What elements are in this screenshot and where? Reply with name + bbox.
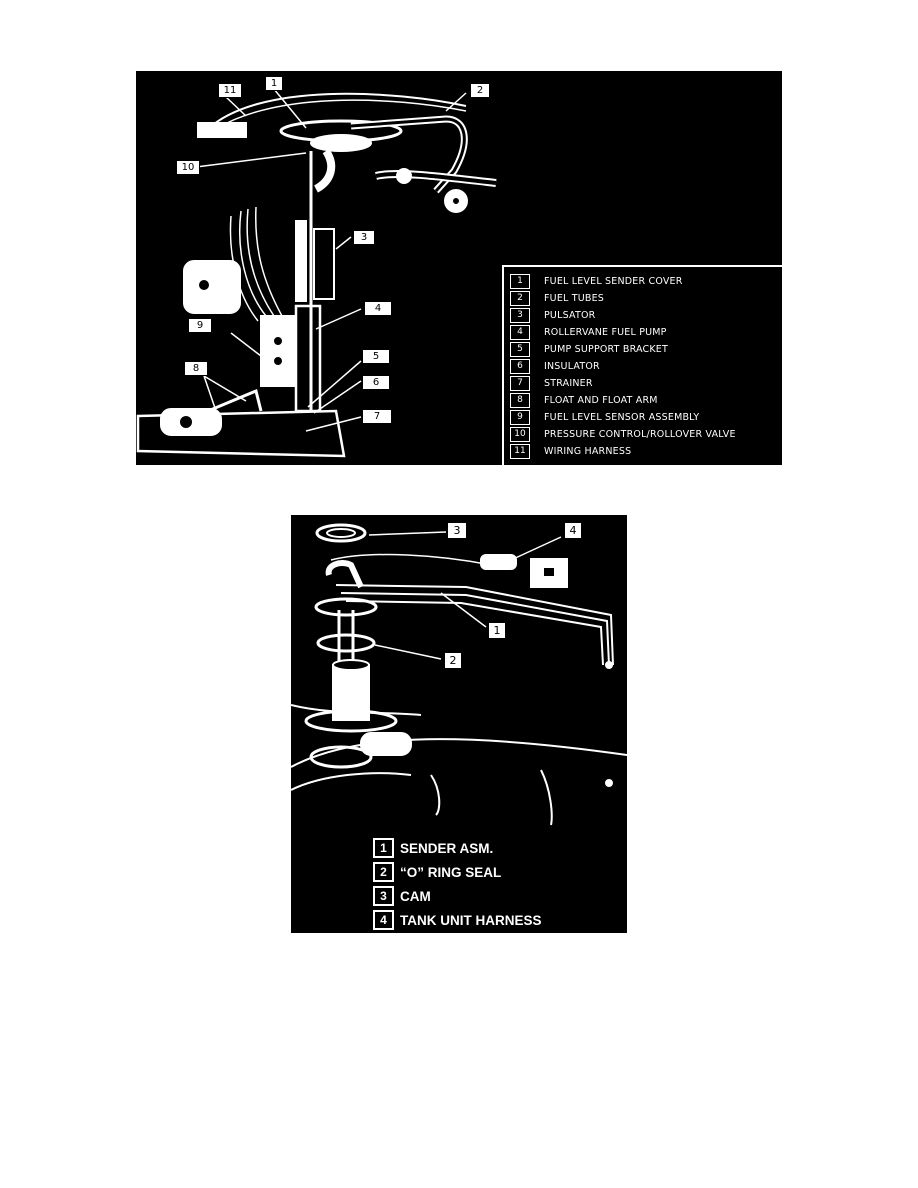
legend-number: 5 (510, 342, 530, 357)
legend-label: TANK UNIT HARNESS (400, 912, 542, 928)
legend-number: 6 (510, 359, 530, 374)
callout-6: 6 (362, 375, 390, 390)
legend-number: 10 (510, 427, 530, 442)
legend-number: 2 (510, 291, 530, 306)
legend-label: INSULATOR (544, 361, 600, 372)
legend-item: 1 SENDER ASM. (373, 837, 493, 859)
legend-number: 4 (373, 910, 394, 930)
legend-label: PUMP SUPPORT BRACKET (544, 344, 669, 355)
legend-item: 7 STRAINER (510, 375, 593, 392)
legend-item: 1 FUEL LEVEL SENDER COVER (510, 273, 683, 290)
legend-label: FUEL LEVEL SENDER COVER (544, 276, 683, 287)
legend-label: PRESSURE CONTROL/ROLLOVER VALVE (544, 429, 736, 440)
callout-10: 10 (176, 160, 200, 175)
callout-3: 3 (446, 521, 468, 540)
legend-item: 8 FLOAT AND FLOAT ARM (510, 392, 658, 409)
callout-4: 4 (563, 521, 583, 540)
legend-label: STRAINER (544, 378, 593, 389)
legend-item: 3 PULSATOR (510, 307, 595, 324)
legend-label: FLOAT AND FLOAT ARM (544, 395, 658, 406)
legend-number: 3 (373, 886, 394, 906)
legend-item: 2 “O” RING SEAL (373, 861, 501, 883)
legend-item: 3 CAM (373, 885, 431, 907)
callout-9: 9 (188, 318, 212, 333)
legend-item: 6 INSULATOR (510, 358, 600, 375)
legend-item: 2 FUEL TUBES (510, 290, 604, 307)
callout-2: 2 (443, 651, 463, 670)
callout-2: 2 (470, 83, 490, 98)
legend-item: 10 PRESSURE CONTROL/ROLLOVER VALVE (510, 426, 736, 443)
legend-label: SENDER ASM. (400, 840, 494, 856)
fuel-pump-sender-illustration (136, 82, 497, 458)
callout-5: 5 (362, 349, 390, 364)
callout-1: 1 (265, 76, 283, 91)
callout-8: 8 (184, 361, 208, 376)
callout-7: 7 (362, 409, 392, 424)
legend-number: 2 (373, 862, 394, 882)
sender-assembly-illustration (291, 523, 627, 826)
callout-4: 4 (364, 301, 392, 316)
legend-label: CAM (400, 888, 431, 904)
legend-label: PULSATOR (544, 310, 596, 321)
legend-number: 9 (510, 410, 530, 425)
legend-item: 11 WIRING HARNESS (510, 443, 631, 460)
legend-item: 5 PUMP SUPPORT BRACKET (510, 341, 668, 358)
legend-number: 4 (510, 325, 530, 340)
legend-number: 3 (510, 308, 530, 323)
legend-label: “O” RING SEAL (400, 864, 502, 880)
callout-1: 1 (487, 621, 507, 640)
callout-11: 11 (218, 83, 242, 98)
legend-number: 8 (510, 393, 530, 408)
legend-number: 1 (510, 274, 530, 289)
legend-item: 4 ROLLERVANE FUEL PUMP (510, 324, 667, 341)
legend-number: 11 (510, 444, 530, 459)
legend-item: 4 TANK UNIT HARNESS (373, 909, 542, 931)
legend-label: FUEL LEVEL SENSOR ASSEMBLY (544, 412, 700, 423)
callout-3: 3 (353, 230, 375, 245)
legend-number: 7 (510, 376, 530, 391)
legend-label: ROLLERVANE FUEL PUMP (544, 327, 667, 338)
legend-number: 1 (373, 838, 394, 858)
legend-label: WIRING HARNESS (544, 446, 632, 457)
legend-item: 9 FUEL LEVEL SENSOR ASSEMBLY (510, 409, 699, 426)
legend-label: FUEL TUBES (544, 293, 605, 304)
